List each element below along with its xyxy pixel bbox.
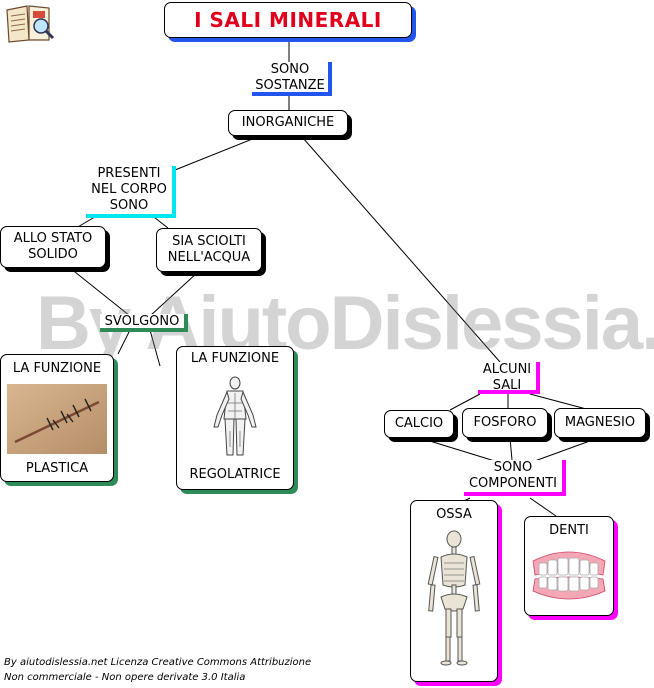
stitched-wound-image (7, 384, 107, 454)
node-funzione-regolatrice: LA FUNZIONE REGOLATRICE (176, 346, 294, 490)
license-text: By aiutodislessia.net Licenza Creative C… (4, 655, 311, 685)
node-funzione-plastica: LA FUNZIONE PLASTICA (0, 354, 114, 482)
license-line: Non commerciale - Non opere derivate 3.0… (4, 672, 246, 683)
page-title: I SALI MINERALI (164, 2, 412, 38)
label-line: PRESENTI (97, 166, 161, 181)
node-magnesio: MAGNESIO (554, 408, 646, 438)
label-line: ALCUNI (482, 362, 532, 377)
node-sciolti-acqua: SIA SCIOLTI NELL'ACQUA (156, 228, 262, 272)
label-line: SONO (270, 62, 310, 77)
label-presenti: PRESENTI NEL CORPO SONO (86, 166, 176, 218)
label-alcuni-sali: ALCUNI SALI (478, 362, 540, 394)
label-line: SOSTANZE (255, 78, 325, 93)
node-label: NELL'ACQUA (167, 250, 251, 265)
node-label: CALCIO (394, 416, 444, 431)
node-label: OSSA (436, 507, 472, 522)
node-inorganiche: INORGANICHE (228, 110, 348, 136)
node-label: FOSFORO (473, 415, 537, 430)
label-line: SALI (492, 378, 522, 393)
node-fosforo: FOSFORO (462, 408, 548, 438)
label-line: SONO (493, 460, 533, 475)
node-label: DENTI (549, 523, 589, 538)
node-calcio: CALCIO (384, 410, 454, 438)
muscle-figure-image (205, 375, 265, 459)
skeleton-image (419, 529, 489, 669)
node-label: INORGANICHE (241, 115, 335, 130)
label-line: COMPONENTI (468, 476, 558, 491)
book-magnifier-icon (3, 2, 55, 44)
label-line: SVOLGONO (104, 314, 180, 329)
node-label: SOLIDO (28, 247, 78, 262)
label-sono-componenti: SONO COMPONENTI (464, 460, 566, 496)
node-label: LA FUNZIONE (190, 351, 280, 366)
node-label: ALLO STATO (13, 231, 93, 246)
node-label: SIA SCIOLTI (172, 234, 246, 249)
teeth-image (529, 545, 609, 605)
license-line: By aiutodislessia.net Licenza Creative C… (4, 657, 312, 668)
label-svolgono: SVOLGONO (100, 314, 188, 332)
label-line: SONO (109, 198, 149, 213)
node-label: REGOLATRICE (189, 467, 281, 482)
node-denti: DENTI (524, 516, 614, 616)
label-sono-sostanze: SONO SOSTANZE (252, 62, 332, 96)
node-ossa: OSSA (410, 500, 498, 682)
node-label: MAGNESIO (564, 415, 636, 430)
node-label: PLASTICA (25, 461, 89, 476)
node-label: LA FUNZIONE (12, 361, 102, 376)
node-allo-stato-solido: ALLO STATO SOLIDO (0, 226, 106, 268)
label-line: NEL CORPO (91, 182, 167, 197)
